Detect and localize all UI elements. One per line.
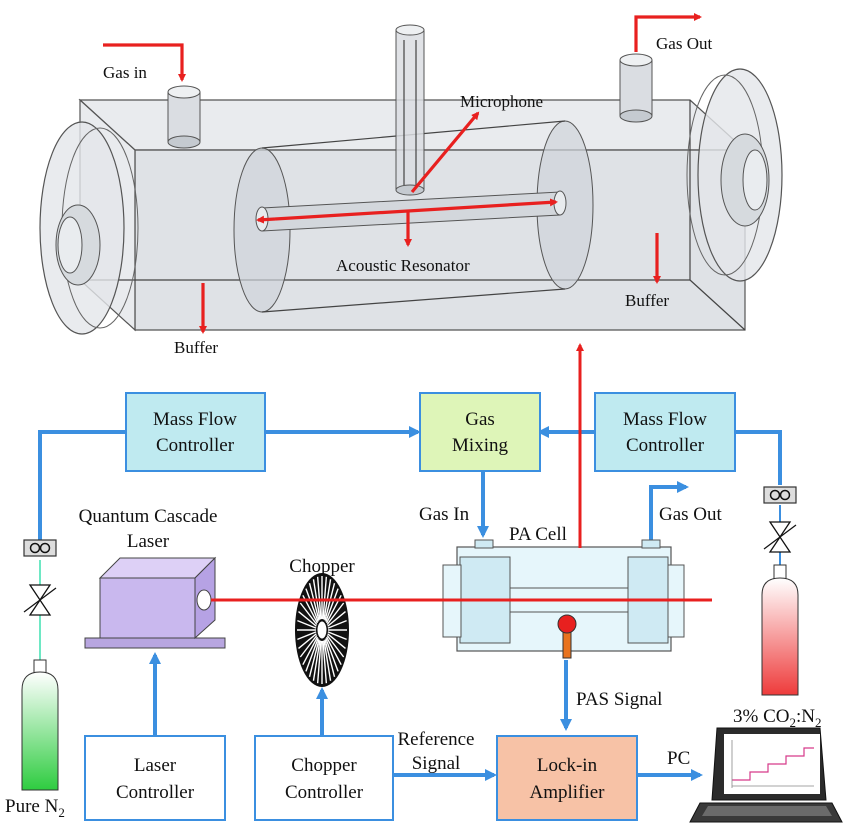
chopper-spoke bbox=[305, 588, 319, 622]
chopper-spoke bbox=[327, 631, 347, 641]
chopper-spoke bbox=[325, 588, 339, 622]
pc-laptop-icon bbox=[689, 727, 843, 823]
chopper-spoke bbox=[327, 633, 346, 650]
gas-mixing-line2: Mixing bbox=[452, 435, 508, 456]
chopper-spoke bbox=[308, 639, 320, 677]
mfc-right: Mass Flow Controller bbox=[594, 392, 736, 472]
chopper-spoke bbox=[298, 633, 317, 650]
chopper-label: Chopper bbox=[289, 556, 355, 577]
reference-signal-line2: Signal bbox=[412, 753, 461, 774]
chopper-spoke bbox=[316, 640, 322, 684]
laser-controller-line2: Controller bbox=[116, 782, 195, 803]
chopper-spoke bbox=[299, 602, 318, 625]
right-valve-assembly bbox=[763, 486, 797, 553]
pc-label: PC bbox=[667, 748, 690, 769]
lockin-line2: Amplifier bbox=[530, 782, 606, 803]
chopper-spoke bbox=[322, 640, 328, 684]
pa-cell-label: PA Cell bbox=[509, 524, 567, 545]
chopper-controller-box: Chopper Controller bbox=[254, 735, 394, 821]
chopper-spoke bbox=[299, 635, 318, 658]
acoustic-resonator-label: Acoustic Resonator bbox=[336, 256, 470, 275]
mfc-right-line2: Controller bbox=[626, 435, 705, 456]
gas-mixing-box: Gas Mixing bbox=[419, 392, 541, 472]
lockin-line1: Lock-in bbox=[537, 755, 598, 776]
chopper-spoke bbox=[325, 638, 339, 672]
gas-out-label: Gas Out bbox=[659, 504, 723, 525]
chopper-spoke bbox=[308, 583, 320, 621]
chopper-spoke bbox=[325, 636, 342, 666]
left-valve-assembly bbox=[23, 539, 57, 616]
qcl-label-line2: Laser bbox=[127, 531, 170, 552]
chopper-wheel: Chopper bbox=[289, 556, 355, 687]
chopper-spoke bbox=[327, 610, 346, 627]
chopper-spoke bbox=[316, 576, 322, 620]
chopper-spoke bbox=[326, 602, 345, 625]
gas-in-label: Gas In bbox=[419, 504, 470, 525]
qcl-label-line1: Quantum Cascade bbox=[79, 506, 218, 527]
reference-signal-line1: Reference bbox=[398, 729, 475, 750]
buffer-left-label: Buffer bbox=[174, 338, 218, 357]
mfc-left-line2: Controller bbox=[156, 435, 235, 456]
chopper-spoke bbox=[298, 610, 317, 627]
gas-mixing-line1: Gas bbox=[465, 409, 495, 430]
chopper-controller-line1: Chopper bbox=[291, 755, 357, 776]
lockin-amplifier-box: Lock-in Amplifier bbox=[496, 735, 638, 821]
microphone-label: Microphone bbox=[460, 92, 543, 111]
pure-n2-cylinder: Pure N2 bbox=[5, 659, 65, 820]
gas-out-label-3d: Gas Out bbox=[656, 34, 712, 53]
chopper-spoke bbox=[326, 635, 345, 658]
chopper-spoke bbox=[322, 576, 328, 620]
chopper-spoke bbox=[297, 631, 317, 641]
mfc-right-line1: Mass Flow bbox=[623, 409, 707, 430]
pa-cell-3d: Gas in Gas Out Microphone Acoustic Reson… bbox=[39, 13, 783, 357]
chopper-spoke bbox=[312, 640, 321, 681]
mfc-left-line1: Mass Flow bbox=[153, 409, 237, 430]
co2-n2-cylinder: 3% CO2:N2 bbox=[733, 564, 821, 730]
pa-cell-2d: PA Cell Gas In Gas Out bbox=[419, 504, 723, 659]
co2-n2-label: 3% CO2:N2 bbox=[733, 706, 821, 730]
chopper-spoke bbox=[323, 640, 332, 681]
chopper-spoke bbox=[324, 583, 336, 621]
buffer-right-label: Buffer bbox=[625, 291, 669, 310]
pas-signal-label: PAS Signal bbox=[576, 689, 662, 710]
laser-controller-box: Laser Controller bbox=[84, 735, 226, 821]
gas-in-label-3d: Gas in bbox=[103, 63, 147, 82]
chopper-spoke bbox=[302, 636, 319, 666]
laser-controller-line1: Laser bbox=[134, 755, 177, 776]
chopper-controller-line2: Controller bbox=[285, 782, 364, 803]
chopper-spoke bbox=[297, 619, 317, 629]
quantum-cascade-laser: Quantum Cascade Laser bbox=[79, 506, 226, 649]
chopper-spoke bbox=[324, 639, 336, 677]
chopper-spoke bbox=[305, 638, 319, 672]
mfc-left: Mass Flow Controller bbox=[125, 392, 266, 472]
pure-n2-label: Pure N2 bbox=[5, 796, 65, 820]
chopper-spoke bbox=[327, 619, 347, 629]
